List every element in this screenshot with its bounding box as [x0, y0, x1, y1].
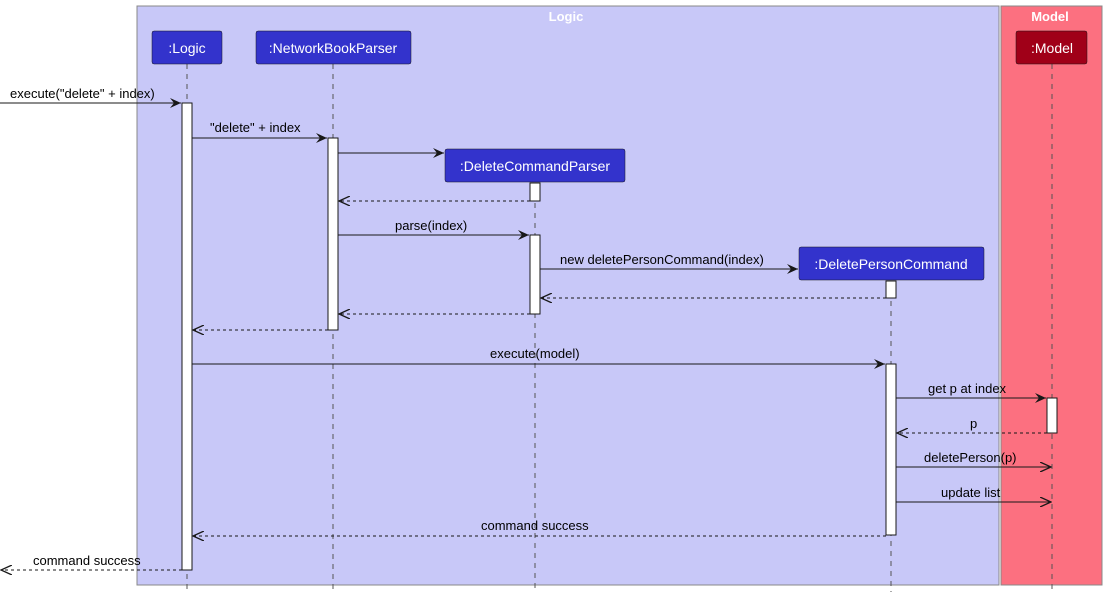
model-activation	[1046, 397, 1058, 434]
logic-group-title: Logic	[549, 9, 584, 24]
message-label-command-success: command success	[481, 518, 589, 533]
message-label-p: p	[970, 416, 977, 431]
delete-parser-activation-2	[529, 234, 541, 315]
delete-command-participant-label: :DeletePersonCommand	[814, 256, 967, 272]
parser-activation	[327, 137, 339, 331]
message-label-new-command: new deletePersonCommand(index)	[560, 252, 764, 267]
message-label-command-success-out: command success	[33, 553, 141, 568]
logic-participant-box	[151, 30, 223, 65]
message-label-execute-model: execute(model)	[490, 346, 580, 361]
delete-command-activation-1	[885, 280, 897, 299]
logic-activation	[181, 102, 193, 571]
delete-parser-activation-1	[529, 182, 541, 202]
delete-parser-participant-box	[444, 148, 626, 183]
model-group-title: Model	[1031, 9, 1069, 24]
message-label-update-list: update list	[941, 485, 1001, 500]
delete-parser-participant-label: :DeleteCommandParser	[460, 158, 611, 174]
message-label-execute-delete: execute("delete" + index)	[10, 86, 155, 101]
model-participant-label: :Model	[1031, 40, 1073, 56]
logic-participant-label: :Logic	[168, 40, 205, 56]
parser-participant-label: :NetworkBookParser	[269, 40, 398, 56]
model-participant-box	[1015, 30, 1088, 65]
logic-group-box	[136, 5, 1000, 586]
message-label-delete-index: "delete" + index	[210, 120, 301, 135]
message-label-delete-person: deletePerson(p)	[924, 450, 1017, 465]
delete-command-activation-2	[885, 363, 897, 536]
message-label-get-p: get p at index	[928, 381, 1007, 396]
message-label-parse-index: parse(index)	[395, 218, 467, 233]
delete-command-participant-box	[798, 246, 985, 281]
parser-participant-box	[255, 30, 412, 65]
